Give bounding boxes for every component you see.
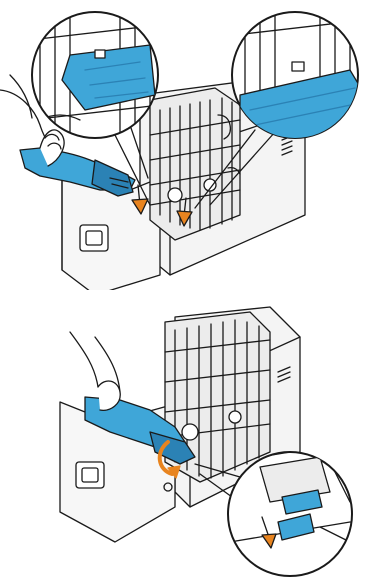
- figure-insert-transfer-roller-drawing: [0, 0, 369, 290]
- figure-seat-transfer-roller: [0, 292, 369, 577]
- figure-seat-transfer-roller-drawing: [0, 292, 369, 577]
- printer-interior: [150, 88, 240, 240]
- figure-insert-transfer-roller: [0, 0, 369, 290]
- detail-callout-right: [232, 10, 365, 140]
